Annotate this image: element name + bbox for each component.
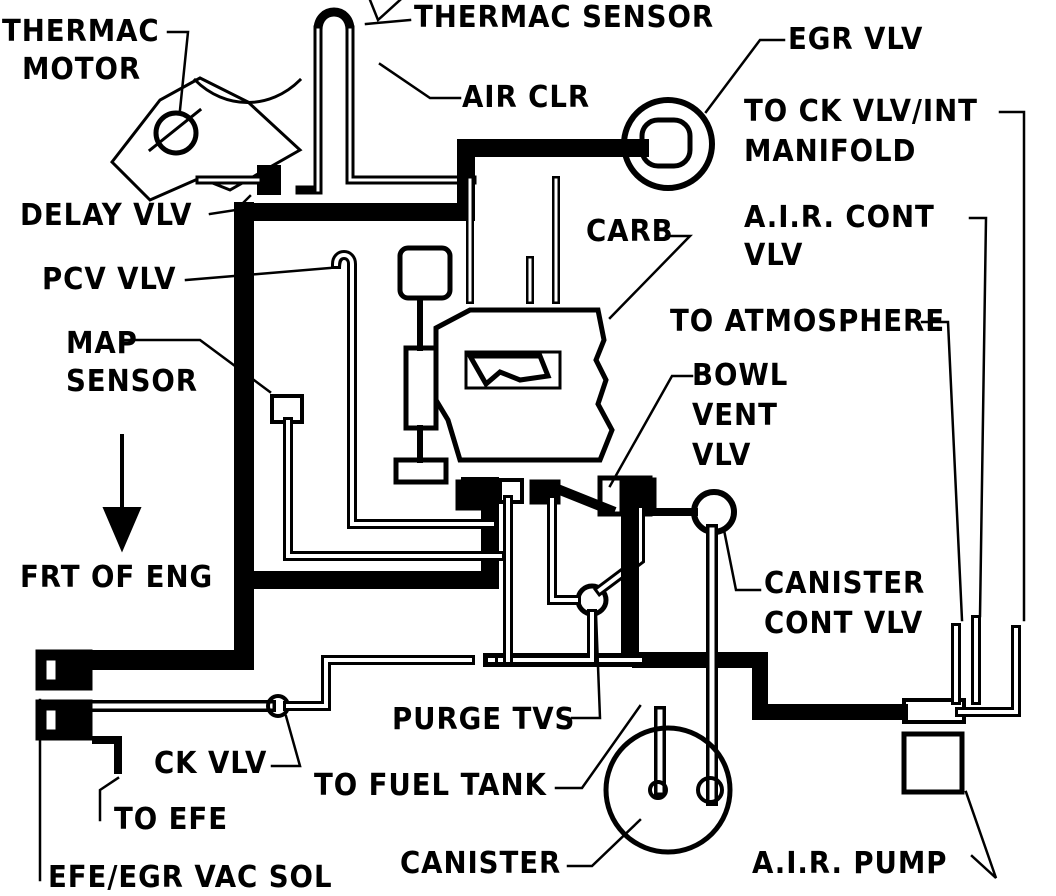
label-map-sensor-line1: MAP [66,326,138,361]
label-pcv-vlv: PCV VLV [42,262,177,297]
charcoal-canister [603,725,733,855]
label-canister-cont-vlv-line1: CANISTER [764,566,926,601]
label-air-cont-vlv-line1: A.I.R. CONT [744,200,935,235]
air-pump [901,615,1021,795]
label-to-efe: TO EFE [114,802,228,837]
label-delay-vlv: DELAY VLV [20,198,193,233]
label-purge-tvs: PURGE TVS [392,702,576,737]
delay-valve [195,165,281,195]
thermac-sensor-hose [295,7,477,195]
label-air-pump: A.I.R. PUMP [752,846,948,881]
purge-tvs [495,505,645,665]
label-ck-vlv: CK VLV [154,746,268,781]
label-canister-cont-vlv-line2: CONT VLV [764,606,924,641]
label-thermac-motor-line2: MOTOR [22,52,142,87]
egr-valve [621,97,715,191]
carb-hoses [503,495,718,806]
leader-lines [38,0,1026,882]
label-frt-of-eng: FRT OF ENG [20,560,214,595]
label-to-ck-vlv-line2: MANIFOLD [744,134,917,169]
label-to-atmosphere: TO ATMOSPHERE [670,304,946,339]
map-sensor [270,394,505,561]
label-efe-egr-vac-sol: EFE/EGR VAC SOL [48,860,333,895]
label-to-ck-vlv-line1: TO CK VLV/INT [744,94,978,129]
down-arrow-icon [102,434,142,553]
thermac-motor [110,76,303,202]
label-thermac-sensor: THERMAC SENSOR [414,0,715,35]
label-map-sensor-line2: SENSOR [66,364,198,399]
label-thermac-motor-line1: THERMAC [2,14,160,49]
efe-egr-vac-solenoid [35,649,122,774]
canister-control-valve [646,489,737,535]
label-canister: CANISTER [400,846,562,881]
carb-actuator [393,245,453,485]
label-air-cont-vlv-line2: VLV [744,238,804,273]
carb-base-fittings [455,475,657,517]
label-bowl-vent-line1: BOWL [692,358,789,393]
label-carb: CARB [586,214,674,249]
pcv-valve [330,250,497,529]
carburetor [433,176,615,463]
label-air-clr: AIR CLR [462,80,591,115]
label-bowl-vent-line2: VENT [692,398,778,433]
check-valve [84,655,475,718]
label-bowl-vent-line3: VLV [692,438,752,473]
main-vacuum-line [50,139,908,720]
label-egr-vlv: EGR VLV [788,22,924,57]
label-to-fuel-tank: TO FUEL TANK [314,768,547,803]
